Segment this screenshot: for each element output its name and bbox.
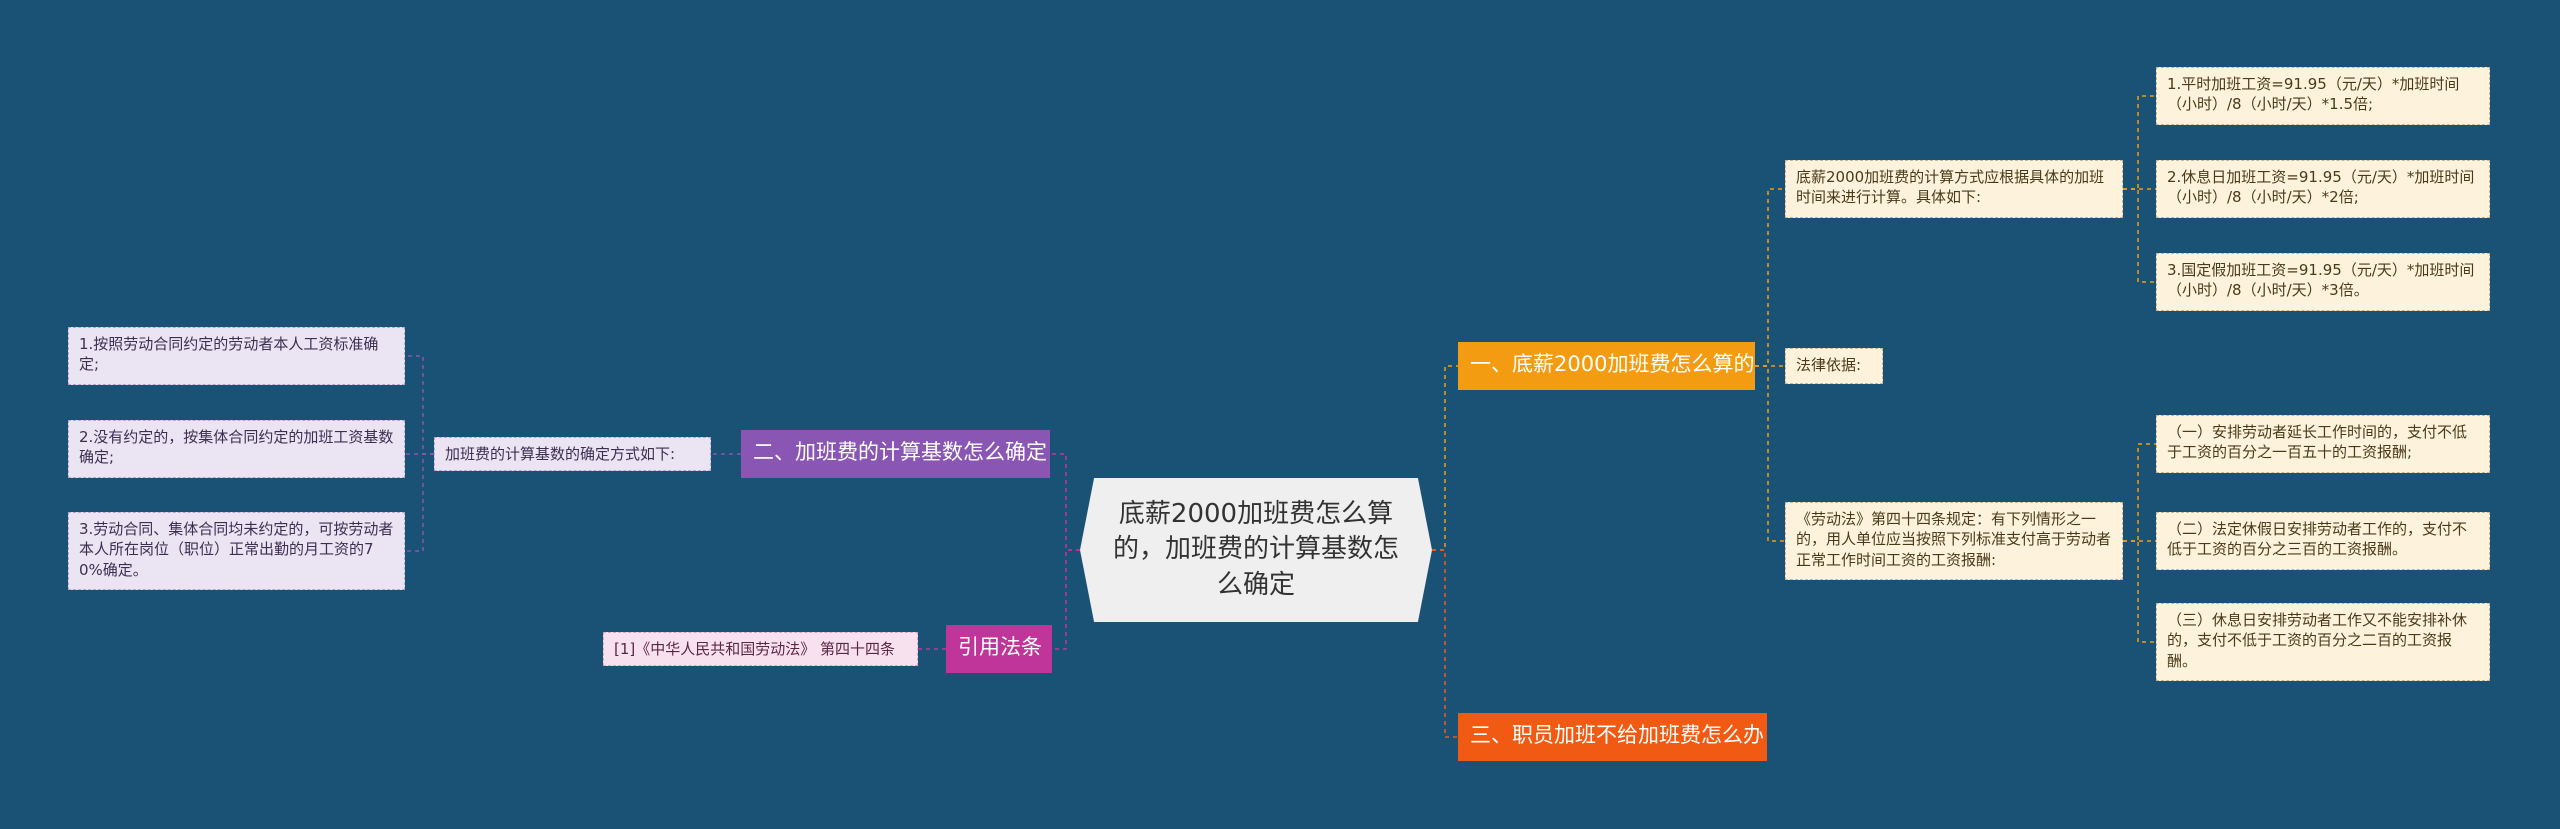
node-label: [1]《中华人民共和国劳动法》 第四十四条 (614, 640, 896, 658)
link-calc-item1 (2123, 95, 2156, 190)
link-root-b1 (1432, 365, 1458, 551)
branch-overtime-calculation[interactable]: 一、底薪2000加班费怎么算的 (1458, 342, 1755, 390)
base-item-2[interactable]: 2.没有约定的，按集体合同约定的加班工资基数确定; (68, 420, 405, 478)
node-label: 2.休息日加班工资=91.95（元/天）*加班时间（小时）/8（小时/天）*2倍… (2167, 168, 2475, 207)
link-calc-item3 (2123, 188, 2156, 283)
law-item-3[interactable]: （三）休息日安排劳动者工作又不能安排补休的，支付不低于工资的百分之二百的工资报酬… (2156, 603, 2490, 681)
law-item-2[interactable]: （二）法定休假日安排劳动者工作的，支付不低于工资的百分之三百的工资报酬。 (2156, 512, 2490, 570)
base-item-1[interactable]: 1.按照劳动合同约定的劳动者本人工资标准确定; (68, 327, 405, 385)
cited-law-reference[interactable]: [1]《中华人民共和国劳动法》 第四十四条 (603, 632, 918, 666)
link-root-b2 (1050, 453, 1080, 551)
node-label: 3.国定假加班工资=91.95（元/天）*加班时间（小时）/8（小时/天）*3倍… (2167, 261, 2475, 300)
node-label: （一）安排劳动者延长工作时间的，支付不低于工资的百分之一百五十的工资报酬; (2167, 423, 2468, 462)
link-mid-item1 (405, 355, 434, 455)
link-mid-item3 (405, 453, 434, 552)
calc-method-node[interactable]: 底薪2000加班费的计算方式应根据具体的加班时间来进行计算。具体如下: (1785, 160, 2123, 218)
root-label: 底薪2000加班费怎么算的，加班费的计算基数怎么确定 (1112, 499, 1399, 600)
branch-label: 引用法条 (958, 635, 1042, 659)
link-law-item3 (2123, 540, 2156, 643)
node-label: 1.按照劳动合同约定的劳动者本人工资标准确定; (79, 335, 379, 374)
branch-label: 二、加班费的计算基数怎么确定 (753, 440, 1047, 464)
link-b1-law (1755, 365, 1785, 542)
law-item-1[interactable]: （一）安排劳动者延长工作时间的，支付不低于工资的百分之一百五十的工资报酬; (2156, 415, 2490, 473)
node-label: 1.平时加班工资=91.95（元/天）*加班时间（小时）/8（小时/天）*1.5… (2167, 75, 2460, 114)
calc-item-3[interactable]: 3.国定假加班工资=91.95（元/天）*加班时间（小时）/8（小时/天）*3倍… (2156, 253, 2490, 311)
branch-cited-law[interactable]: 引用法条 (946, 625, 1052, 673)
node-label: 2.没有约定的，按集体合同约定的加班工资基数确定; (79, 428, 394, 467)
branch-calculation-base[interactable]: 二、加班费的计算基数怎么确定 (741, 430, 1050, 478)
link-root-b4 (1432, 549, 1458, 738)
calc-item-2[interactable]: 2.休息日加班工资=91.95（元/天）*加班时间（小时）/8（小时/天）*2倍… (2156, 160, 2490, 218)
base-item-3[interactable]: 3.劳动合同、集体合同均未约定的，可按劳动者本人所在岗位（职位）正常出勤的月工资… (68, 512, 405, 590)
legal-basis-node[interactable]: 法律依据: (1785, 348, 1883, 384)
link-b1-calc (1755, 188, 1785, 367)
node-label: 3.劳动合同、集体合同均未约定的，可按劳动者本人所在岗位（职位）正常出勤的月工资… (79, 520, 394, 579)
calc-item-1[interactable]: 1.平时加班工资=91.95（元/天）*加班时间（小时）/8（小时/天）*1.5… (2156, 67, 2490, 125)
node-label: 底薪2000加班费的计算方式应根据具体的加班时间来进行计算。具体如下: (1796, 168, 2105, 207)
node-label: 法律依据: (1796, 356, 1862, 374)
labor-law-node[interactable]: 《劳动法》第四十四条规定：有下列情形之一的，用人单位应当按照下列标准支付高于劳动… (1785, 502, 2123, 580)
node-label: 加班费的计算基数的确定方式如下: (445, 445, 676, 463)
node-label: （二）法定休假日安排劳动者工作的，支付不低于工资的百分之三百的工资报酬。 (2167, 520, 2468, 559)
branch-label: 三、职员加班不给加班费怎么办 (1470, 723, 1764, 747)
branch-label: 一、底薪2000加班费怎么算的 (1470, 352, 1755, 376)
base-method-node[interactable]: 加班费的计算基数的确定方式如下: (434, 437, 711, 471)
node-label: （三）休息日安排劳动者工作又不能安排补休的，支付不低于工资的百分之二百的工资报酬… (2167, 611, 2468, 670)
link-root-b3 (1052, 549, 1080, 650)
branch-no-overtime-pay[interactable]: 三、职员加班不给加班费怎么办 (1458, 713, 1767, 761)
link-law-item1 (2123, 443, 2156, 542)
root-node[interactable]: 底薪2000加班费怎么算的，加班费的计算基数怎么确定 (1080, 478, 1432, 622)
node-label: 《劳动法》第四十四条规定：有下列情形之一的，用人单位应当按照下列标准支付高于劳动… (1796, 510, 2112, 569)
